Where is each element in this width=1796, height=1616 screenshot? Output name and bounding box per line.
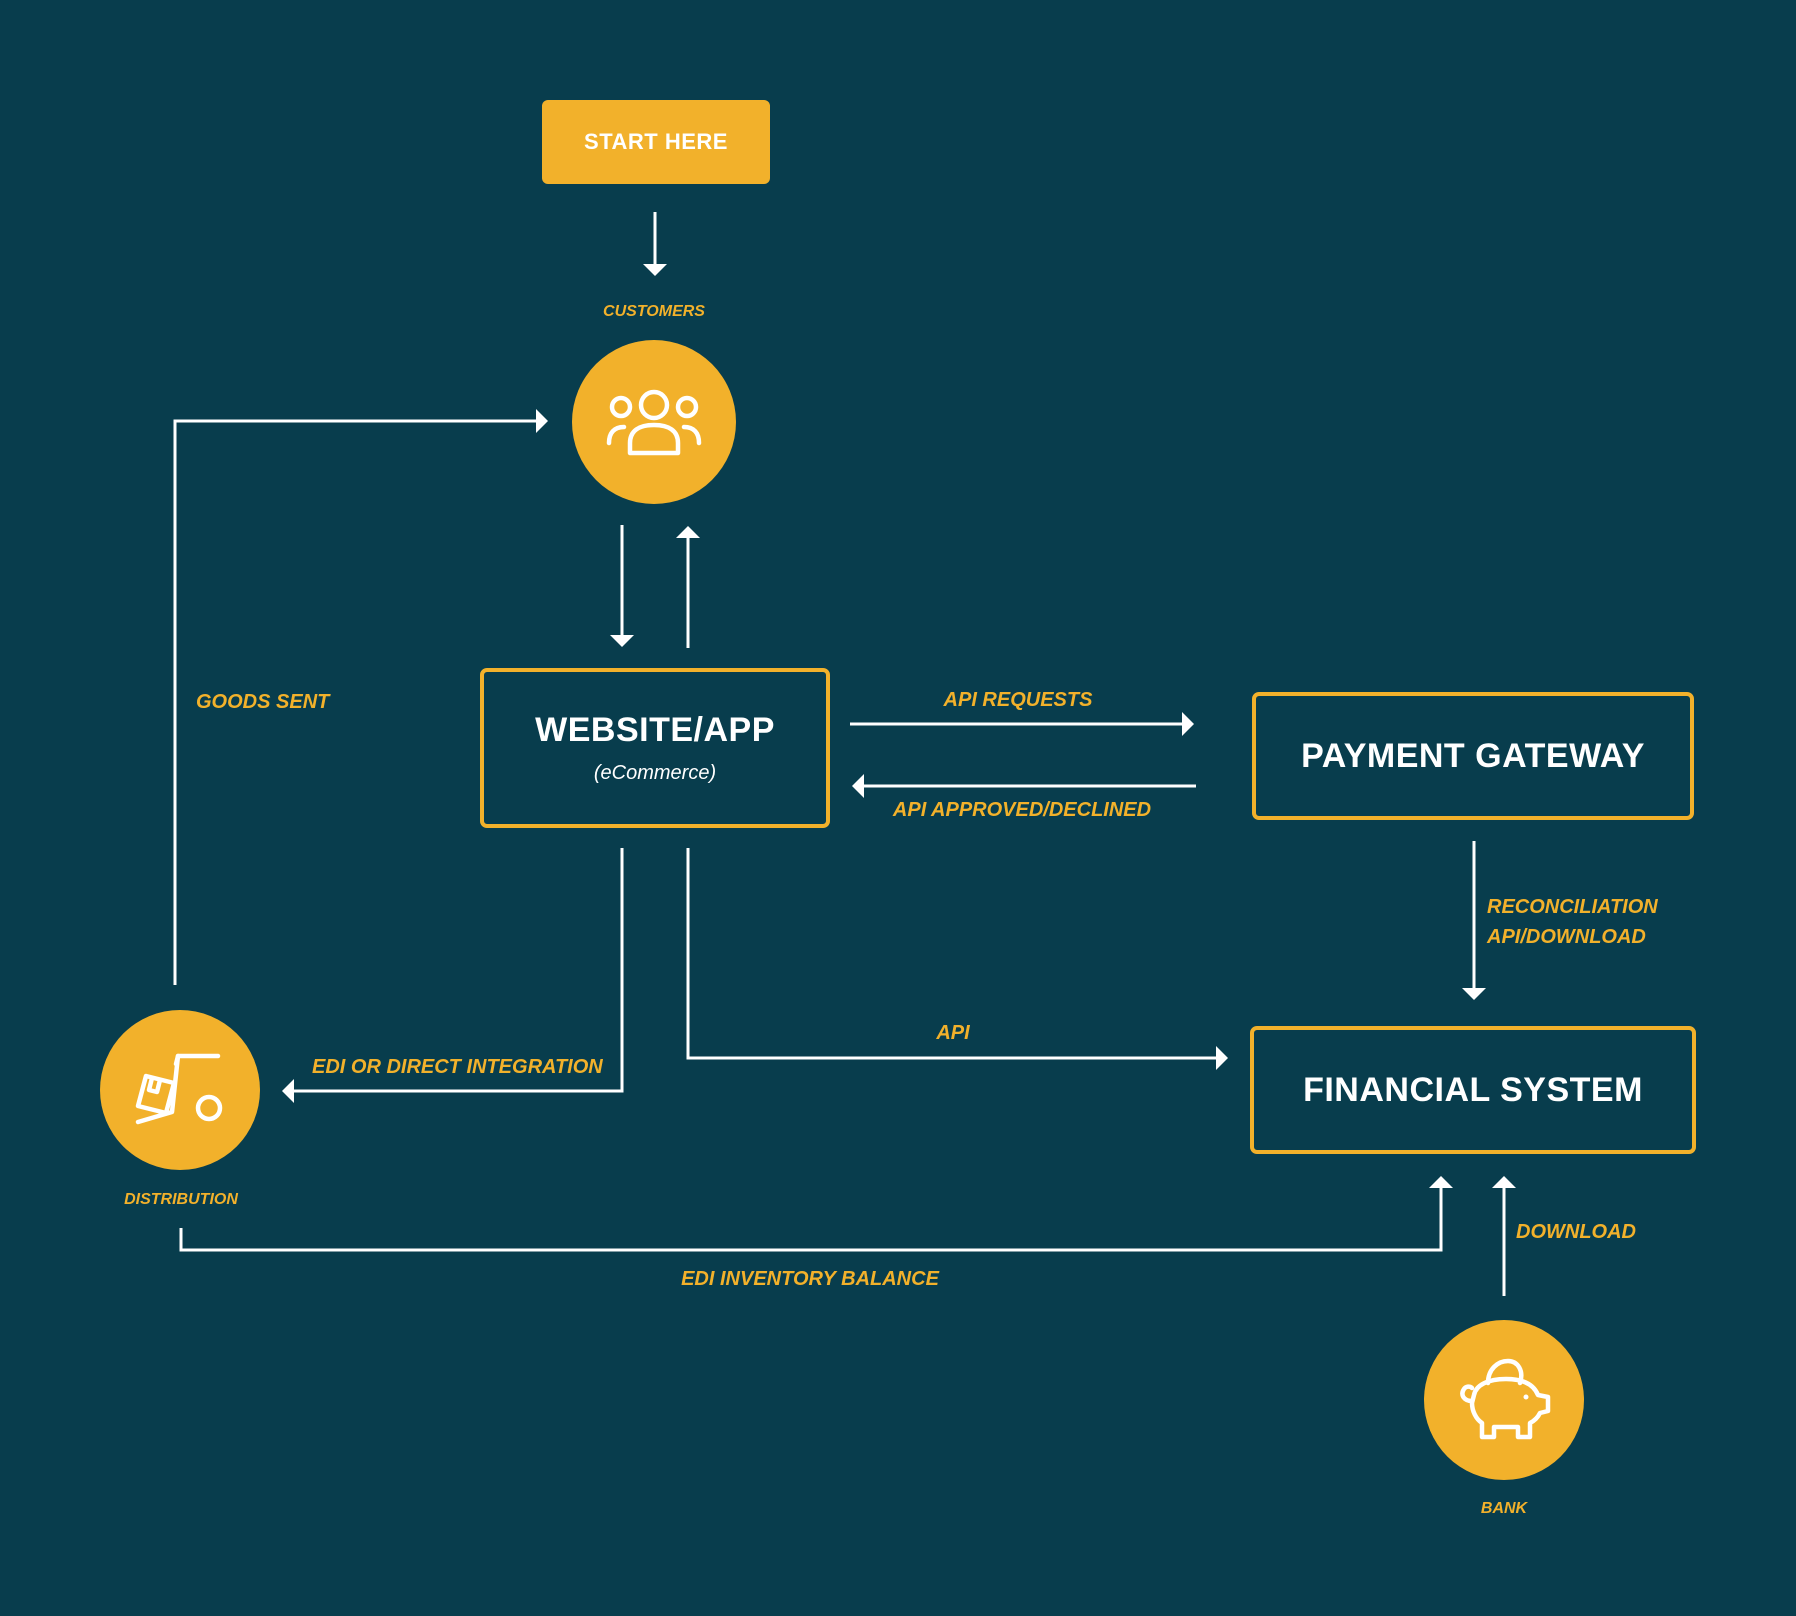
arrowhead-down — [610, 635, 634, 647]
arrowhead-down — [1462, 988, 1486, 1000]
edi-inventory-balance-label: EDI INVENTORY BALANCE — [681, 1268, 939, 1290]
payment-gateway-title: PAYMENT GATEWAY — [1301, 736, 1645, 775]
start-here-button[interactable]: START HERE — [542, 100, 770, 184]
reconciliation-label-line1: RECONCILIATION — [1487, 896, 1658, 918]
arrowhead-down — [643, 264, 667, 276]
distribution-node[interactable] — [100, 1010, 260, 1170]
arrow-api-financial — [686, 848, 1218, 1060]
arrowhead-left — [852, 774, 864, 798]
api-label: API — [936, 1022, 970, 1044]
arrowhead-right — [1182, 712, 1194, 736]
customers-node[interactable] — [572, 340, 736, 504]
reconciliation-label-line2: API/DOWNLOAD — [1487, 926, 1646, 948]
bank-label: BANK — [1480, 1500, 1528, 1517]
website-app-title: WEBSITE/APP — [535, 711, 775, 749]
edi-direct-integration-label: EDI OR DIRECT INTEGRATION — [312, 1056, 603, 1078]
arrow-edi-direct — [292, 848, 624, 1093]
payment-gateway-node[interactable]: PAYMENT GATEWAY — [1252, 692, 1694, 820]
api-requests-label: API REQUESTS — [943, 689, 1093, 711]
financial-system-node[interactable]: FINANCIAL SYSTEM — [1250, 1026, 1696, 1154]
distribution-label: DISTRIBUTION — [124, 1191, 238, 1208]
bank-node[interactable] — [1424, 1320, 1584, 1480]
financial-system-title: FINANCIAL SYSTEM — [1303, 1070, 1643, 1109]
download-label: DOWNLOAD — [1516, 1221, 1636, 1243]
piggy-bank-icon — [1460, 1358, 1551, 1440]
website-app-subtitle: (eCommerce) — [593, 762, 717, 784]
arrowhead-left — [282, 1079, 294, 1103]
arrowhead-up — [1429, 1176, 1453, 1188]
users-icon — [606, 389, 702, 456]
arrow-edi-inventory — [179, 1186, 1443, 1252]
arrowhead-up — [1492, 1176, 1516, 1188]
arrowhead-right — [536, 409, 548, 433]
goods-sent-label: GOODS SENT — [196, 691, 330, 713]
hand-truck-icon — [135, 1053, 223, 1125]
website-app-node[interactable]: WEBSITE/APP (eCommerce) — [480, 668, 830, 828]
arrowhead-right — [1216, 1046, 1228, 1070]
api-approved-label: API APPROVED/DECLINED — [892, 799, 1152, 821]
arrowhead-up — [676, 526, 700, 538]
customers-label: CUSTOMERS — [603, 303, 705, 320]
arrow-goods-sent — [173, 419, 536, 985]
